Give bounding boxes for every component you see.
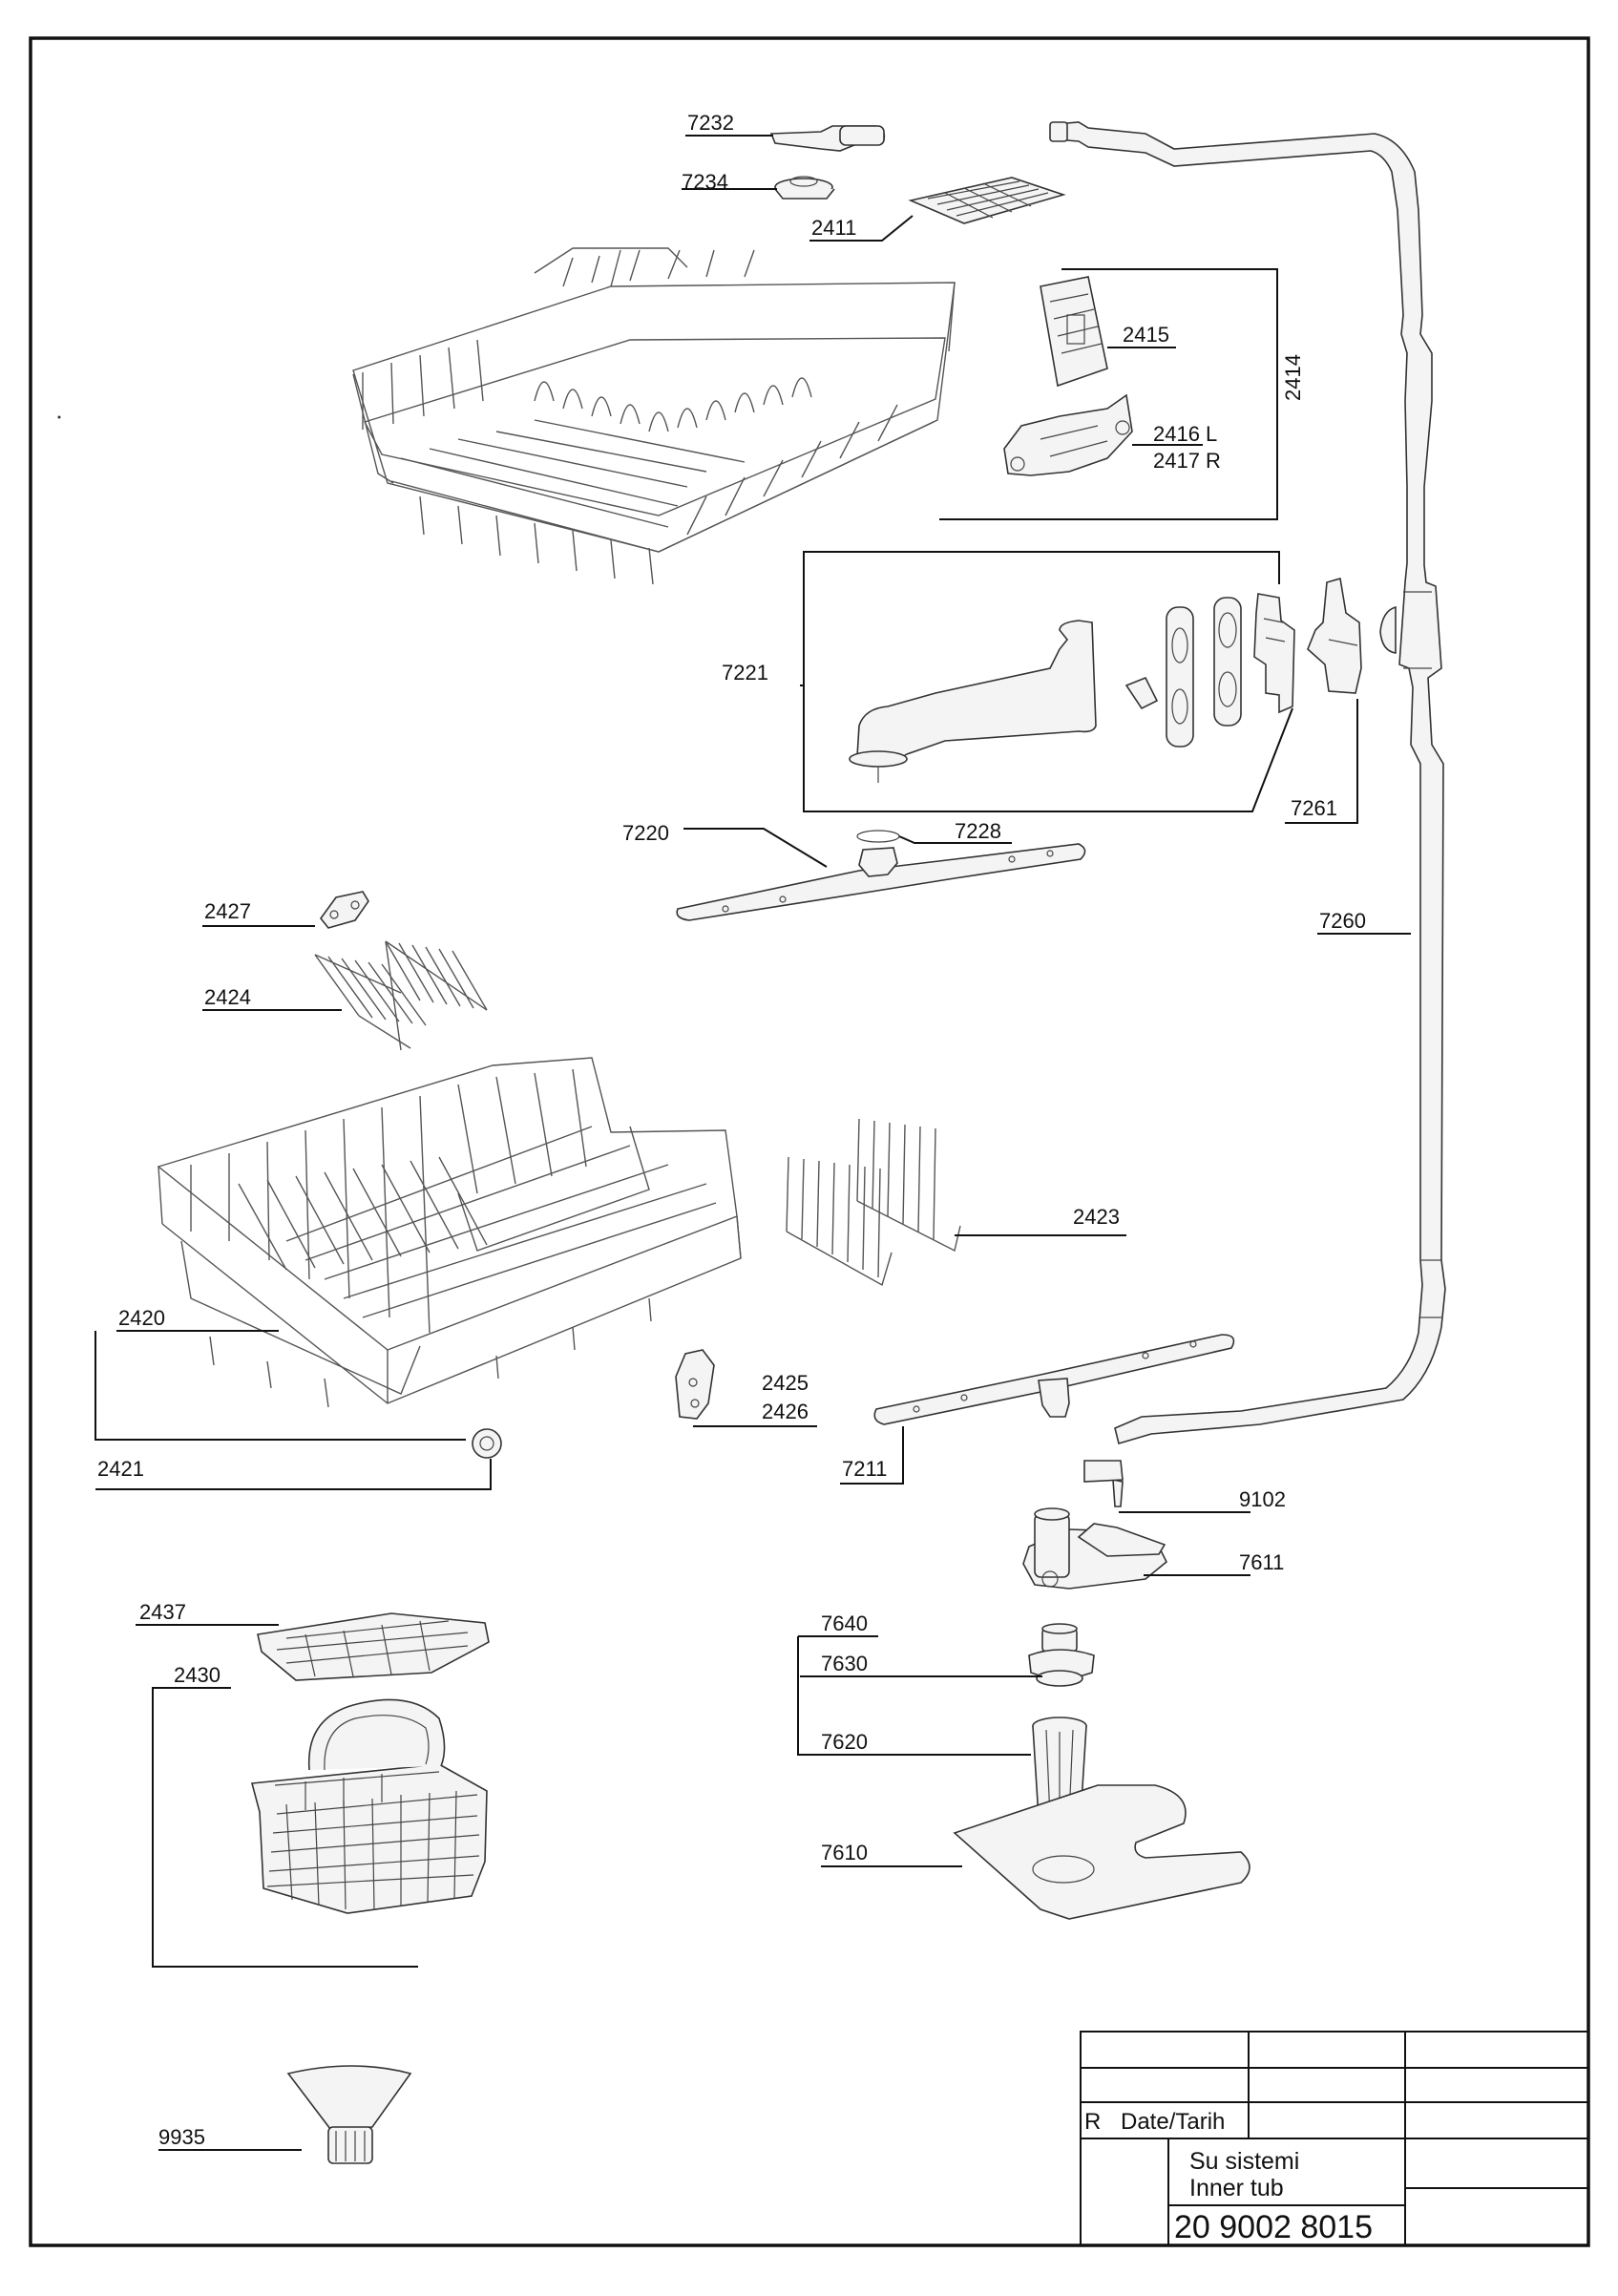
part-2416-2417-rail bbox=[1003, 393, 1133, 476]
label-2437: 2437 bbox=[139, 1600, 186, 1624]
label-2421: 2421 bbox=[97, 1457, 144, 1481]
part-7261-bracket bbox=[1307, 577, 1362, 694]
label-7228: 7228 bbox=[955, 819, 1001, 843]
title-block-title-en: Inner tub bbox=[1189, 2175, 1284, 2201]
part-7221-bracket bbox=[1253, 593, 1295, 714]
label-7630: 7630 bbox=[821, 1652, 868, 1675]
part-7611-sump bbox=[1022, 1507, 1168, 1590]
part-9935-funnel bbox=[286, 2065, 412, 2164]
label-2414: 2414 bbox=[1281, 354, 1305, 401]
leader-lines bbox=[95, 135, 1411, 2151]
label-2427: 2427 bbox=[204, 899, 251, 923]
part-2437-grid bbox=[257, 1612, 490, 1681]
label-7261: 7261 bbox=[1291, 796, 1337, 820]
label-2420: 2420 bbox=[118, 1306, 165, 1330]
label-7234: 7234 bbox=[682, 170, 728, 194]
part-2427-clip bbox=[319, 891, 369, 929]
part-7232-clip bbox=[769, 125, 886, 152]
part-2423-tines bbox=[786, 1118, 961, 1287]
stray-dot bbox=[57, 415, 61, 419]
label-2417-r: 2417 R bbox=[1153, 449, 1221, 473]
part-number-labels: 7232 7234 2411 2415 2414 2416 L 2417 R 7… bbox=[97, 111, 1366, 2149]
part-9102-screw bbox=[1083, 1460, 1124, 1507]
part-upper-basket bbox=[352, 247, 956, 585]
label-2430: 2430 bbox=[174, 1663, 221, 1687]
part-7260-feed-pipe bbox=[1049, 121, 1446, 1445]
part-7640-7630-filter-cap bbox=[1028, 1623, 1095, 1687]
part-2430-cutlery-basket bbox=[250, 1698, 488, 1914]
label-2416-l: 2416 L bbox=[1153, 422, 1217, 446]
part-2425-2426-hinge bbox=[675, 1349, 715, 1420]
label-7221: 7221 bbox=[722, 661, 768, 685]
label-2415: 2415 bbox=[1123, 323, 1169, 347]
label-7611: 7611 bbox=[1239, 1550, 1284, 1574]
label-7220: 7220 bbox=[622, 821, 669, 845]
title-block-date: Date/Tarih bbox=[1121, 2109, 1225, 2135]
label-2426: 2426 bbox=[762, 1400, 809, 1423]
title-block-revision: R bbox=[1084, 2109, 1101, 2135]
part-7221-seals bbox=[1124, 597, 1242, 748]
label-7620: 7620 bbox=[821, 1730, 868, 1754]
title-block-title-tr: Su sistemi bbox=[1189, 2148, 1299, 2175]
label-7640: 7640 bbox=[821, 1611, 868, 1635]
part-7234-holder bbox=[774, 176, 835, 200]
part-2421-wheel bbox=[472, 1428, 502, 1459]
label-9935: 9935 bbox=[158, 2125, 205, 2149]
label-2424: 2424 bbox=[204, 985, 251, 1009]
part-2424-tines bbox=[314, 940, 488, 1051]
part-lower-basket bbox=[157, 1057, 742, 1408]
label-2425: 2425 bbox=[762, 1371, 809, 1395]
label-7260: 7260 bbox=[1319, 909, 1366, 933]
part-2415-adjuster bbox=[1040, 276, 1108, 388]
label-2411: 2411 bbox=[811, 216, 856, 240]
part-7610-flat-filter bbox=[953, 1784, 1250, 1920]
label-7610: 7610 bbox=[821, 1841, 868, 1864]
part-7221-spray-pipe bbox=[849, 620, 1097, 783]
part-7220-spray-arm bbox=[676, 830, 1086, 921]
label-7211: 7211 bbox=[842, 1457, 887, 1481]
drawing-frame bbox=[29, 36, 1590, 2247]
title-block-drawing-number: 20 9002 8015 bbox=[1174, 2209, 1373, 2245]
part-2411-tray bbox=[908, 177, 1066, 224]
part-7211-spray-arm bbox=[873, 1334, 1235, 1425]
label-2423: 2423 bbox=[1073, 1205, 1120, 1229]
label-9102: 9102 bbox=[1239, 1487, 1286, 1511]
title-block: R Date/Tarih Su sistemi Inner tub 20 900… bbox=[1080, 2031, 1589, 2246]
label-7232: 7232 bbox=[687, 111, 734, 135]
